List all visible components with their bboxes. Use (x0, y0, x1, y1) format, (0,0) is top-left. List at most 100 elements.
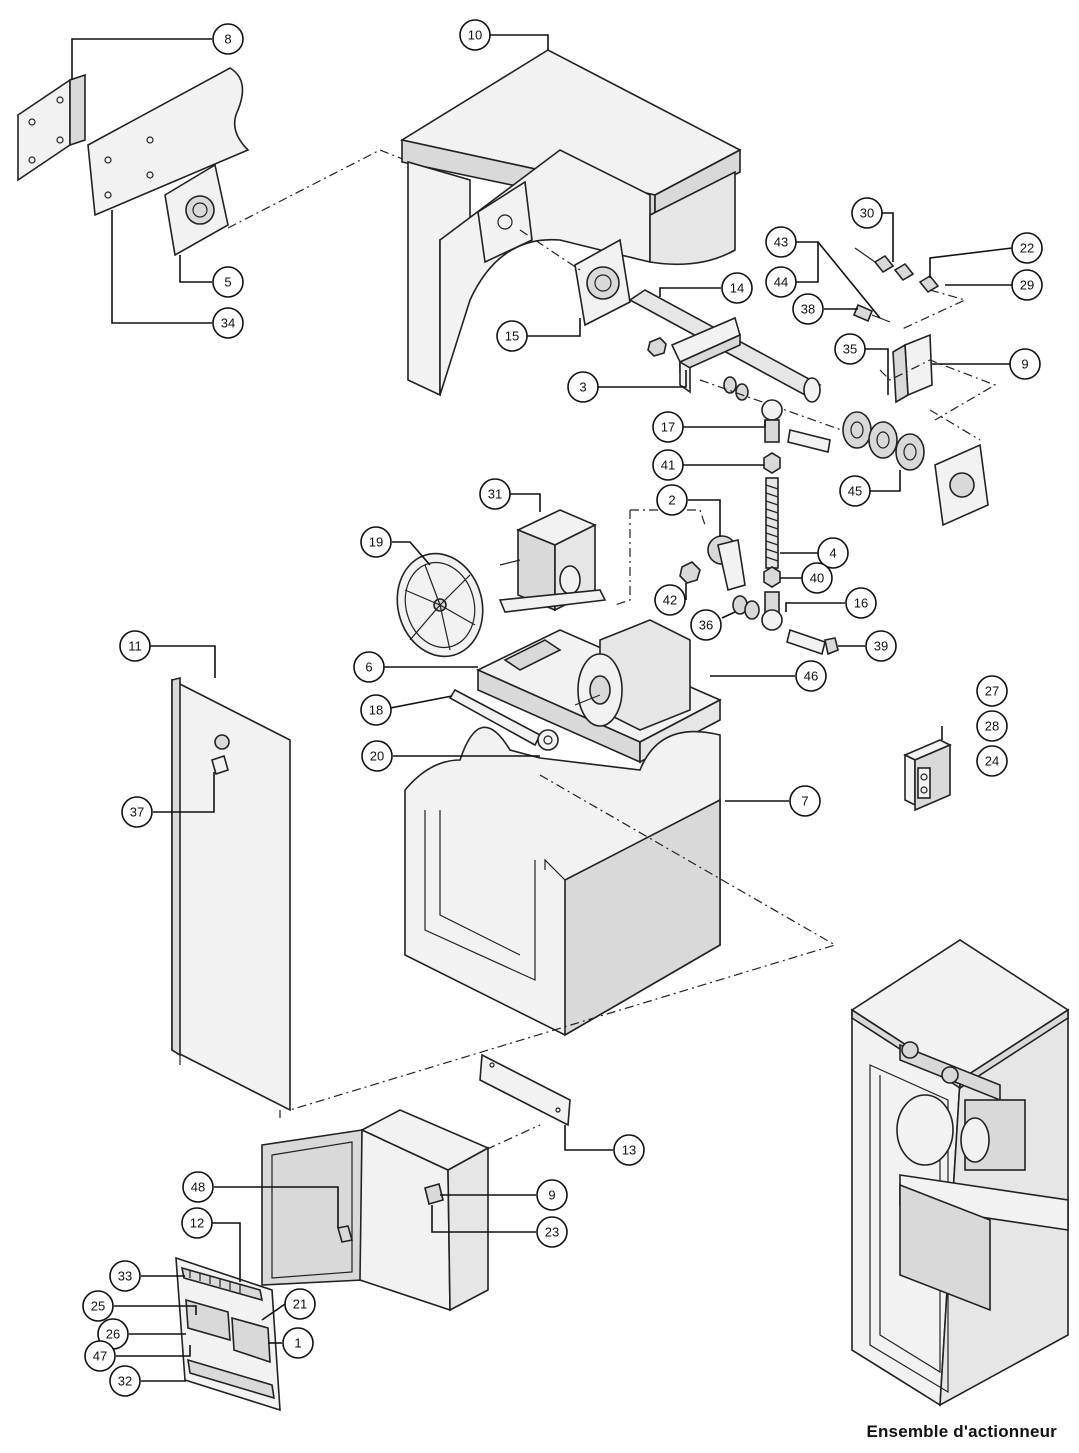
svg-text:34: 34 (221, 316, 235, 331)
pillow-block-part-3 (670, 316, 741, 394)
svg-text:32: 32 (118, 1374, 132, 1389)
svg-text:42: 42 (663, 593, 677, 608)
svg-text:20: 20 (370, 749, 384, 764)
nut-part-42 (679, 561, 701, 584)
assembly-line (519, 229, 581, 271)
svg-text:9: 9 (548, 1188, 555, 1203)
assembly-line (899, 289, 967, 331)
svg-text:35: 35 (843, 342, 857, 357)
callout-5: 5 (212, 266, 244, 298)
bolt-part-top (787, 429, 831, 453)
assembly-line (879, 359, 997, 421)
pulley-part-19 (396, 552, 484, 658)
callout-13: 13 (613, 1134, 645, 1166)
svg-text:41: 41 (661, 458, 675, 473)
callout-11: 11 (119, 630, 151, 662)
svg-text:43: 43 (774, 235, 788, 250)
switch-part-20 (537, 729, 559, 751)
callout-36: 36 (690, 609, 722, 641)
crank-arm (498, 589, 607, 613)
svg-text:14: 14 (730, 281, 744, 296)
callout-42: 42 (654, 584, 686, 616)
callout-7: 7 (789, 785, 821, 817)
callout-44: 44 (765, 266, 797, 298)
svg-text:11: 11 (128, 639, 142, 654)
callout-12: 12 (181, 1207, 213, 1239)
svg-text:30: 30 (860, 206, 874, 221)
outlet-box (903, 739, 952, 812)
rod-end-part-16 (761, 591, 783, 631)
svg-text:22: 22 (1020, 241, 1034, 256)
svg-text:9: 9 (1021, 357, 1028, 372)
svg-text:39: 39 (874, 639, 888, 654)
callout-39: 39 (865, 630, 897, 662)
cabinet-top-part-10 (399, 49, 742, 397)
callout-35: 35 (834, 333, 866, 365)
callout-24: 24 (976, 745, 1008, 777)
svg-text:28: 28 (985, 719, 999, 734)
svg-text:21: 21 (293, 1297, 307, 1312)
callout-6: 6 (353, 651, 385, 683)
callout-9-upper: 9 (1009, 348, 1041, 380)
callout-38: 38 (792, 293, 824, 325)
svg-text:27: 27 (985, 684, 999, 699)
svg-text:19: 19 (369, 535, 383, 550)
bearing-part-5 (164, 163, 229, 257)
callout-43: 43 (765, 226, 797, 258)
assembly-line (699, 379, 871, 441)
bolt-part-39 (786, 628, 839, 656)
bracket-part-9-upper (892, 333, 933, 404)
assembly-line (227, 149, 406, 229)
gearbox-part-31 (499, 509, 597, 612)
key-lock-part-37 (211, 734, 230, 776)
svg-text:8: 8 (224, 32, 231, 47)
bearing-plate-right (934, 443, 989, 527)
svg-text:31: 31 (488, 487, 502, 502)
callout-34: 34 (212, 307, 244, 339)
circuit-panel (175, 1256, 281, 1412)
svg-text:2: 2 (668, 493, 675, 508)
assembly-line (451, 1124, 541, 1166)
nut-washers (647, 337, 749, 401)
svg-text:3: 3 (579, 380, 586, 395)
svg-text:13: 13 (622, 1143, 636, 1158)
svg-text:46: 46 (804, 669, 818, 684)
control-box-part-12 (261, 1109, 490, 1312)
callout-20: 20 (361, 740, 393, 772)
callout-3: 3 (567, 371, 599, 403)
diagram-caption: Ensemble d'actionneur (866, 1422, 1057, 1441)
svg-text:47: 47 (93, 1349, 107, 1364)
callout-10: 10 (459, 19, 491, 51)
callout-4: 4 (817, 537, 849, 569)
callout-32: 32 (109, 1365, 141, 1397)
callout-16: 16 (845, 587, 877, 619)
svg-text:12: 12 (190, 1216, 204, 1231)
cover-plate-part-13 (479, 1053, 571, 1127)
svg-text:23: 23 (545, 1225, 559, 1240)
svg-text:29: 29 (1020, 278, 1034, 293)
base-cabinet-part-7 (404, 726, 721, 1037)
svg-text:38: 38 (801, 302, 815, 317)
callout-46: 46 (795, 660, 827, 692)
nut-part-40 (763, 566, 781, 588)
callout-47: 47 (84, 1340, 116, 1372)
svg-text:37: 37 (130, 805, 144, 820)
callout-2: 2 (656, 484, 688, 516)
assembled-actuator-view (850, 939, 1070, 1407)
svg-text:36: 36 (699, 618, 713, 633)
bearing-part-15 (574, 238, 631, 327)
callout-18: 18 (360, 694, 392, 726)
callout-33: 33 (109, 1260, 141, 1292)
callout-37: 37 (121, 796, 153, 828)
svg-text:1: 1 (294, 1336, 301, 1351)
bracket-part-8 (17, 73, 86, 182)
nut-part-41 (763, 452, 781, 474)
callout-30: 30 (851, 197, 883, 229)
svg-text:6: 6 (365, 660, 372, 675)
svg-text:44: 44 (774, 275, 788, 290)
callout-9-lower: 9 (536, 1179, 568, 1211)
callout-15: 15 (496, 320, 528, 352)
callout-22: 22 (1011, 232, 1043, 264)
svg-text:17: 17 (661, 420, 675, 435)
callout-21: 21 (284, 1288, 316, 1320)
